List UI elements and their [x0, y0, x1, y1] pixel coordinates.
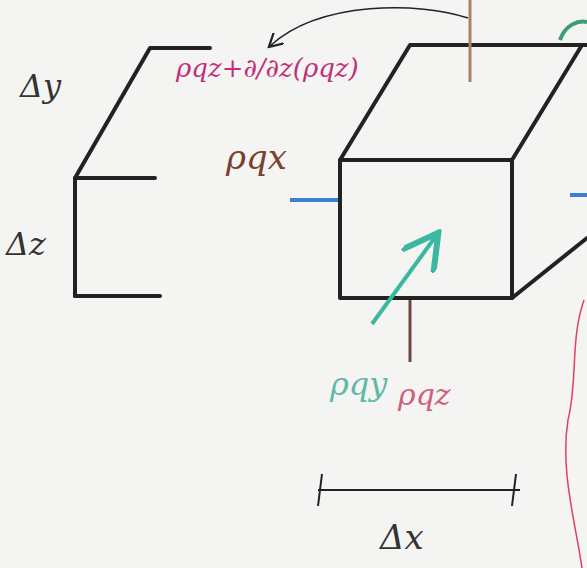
- dimension-label: Δz: [6, 228, 46, 260]
- flux-label: ρqz+∂/∂z(ρqz): [176, 55, 359, 81]
- flux-label: ρqy: [330, 368, 387, 400]
- flux-label: ρqx: [226, 140, 287, 174]
- flux-label: ρqz: [398, 380, 451, 410]
- dimension-label: Δy: [20, 70, 61, 102]
- dimension-label: Δx: [380, 520, 424, 554]
